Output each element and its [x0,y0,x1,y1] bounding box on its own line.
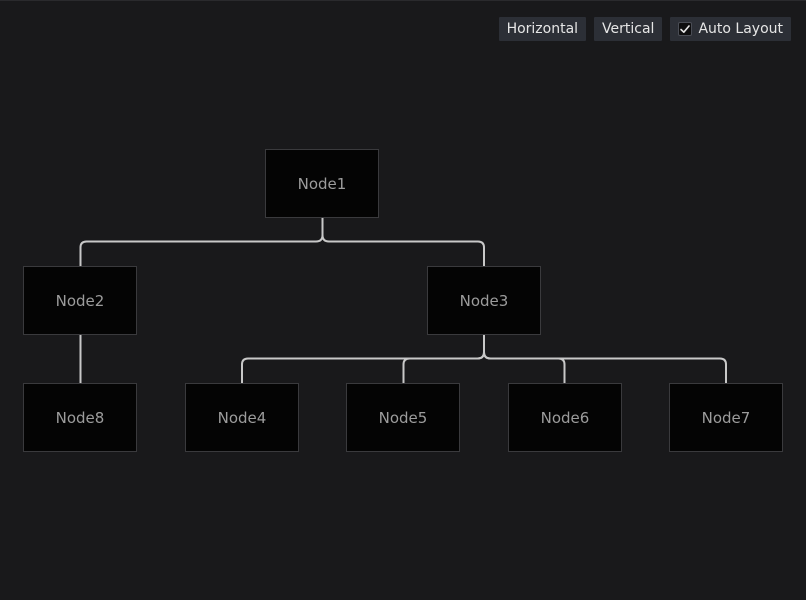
auto-layout-toggle[interactable]: Auto Layout [670,17,791,41]
node-label: Node2 [55,291,105,310]
node-node2[interactable]: Node2 [23,266,137,335]
node-label: Node8 [55,408,105,427]
edge-node3-node7 [483,335,727,383]
node-node7[interactable]: Node7 [669,383,783,452]
horizontal-layout-button[interactable]: Horizontal [498,17,587,41]
edge-node1-node2 [79,218,324,266]
horizontal-layout-label: Horizontal [506,21,579,37]
node-label: Node3 [459,291,509,310]
edge-node3-node5 [402,335,485,383]
node-node5[interactable]: Node5 [346,383,460,452]
node-node3[interactable]: Node3 [427,266,541,335]
node-node6[interactable]: Node6 [508,383,622,452]
vertical-layout-label: Vertical [602,21,655,37]
node-label: Node4 [217,408,267,427]
auto-layout-label: Auto Layout [698,21,783,37]
node-label: Node5 [378,408,428,427]
check-icon [680,25,691,33]
node-label: Node1 [297,174,347,193]
node-node8[interactable]: Node8 [23,383,137,452]
node-node4[interactable]: Node4 [185,383,299,452]
node-label: Node7 [701,408,751,427]
vertical-layout-button[interactable]: Vertical [594,17,663,41]
top-border [0,0,806,1]
layout-toolbar: Horizontal Vertical Auto Layout [498,17,791,41]
auto-layout-checkbox[interactable] [678,22,693,36]
edge-node1-node3 [321,218,485,266]
node-node1[interactable]: Node1 [265,149,379,218]
node-label: Node6 [540,408,590,427]
